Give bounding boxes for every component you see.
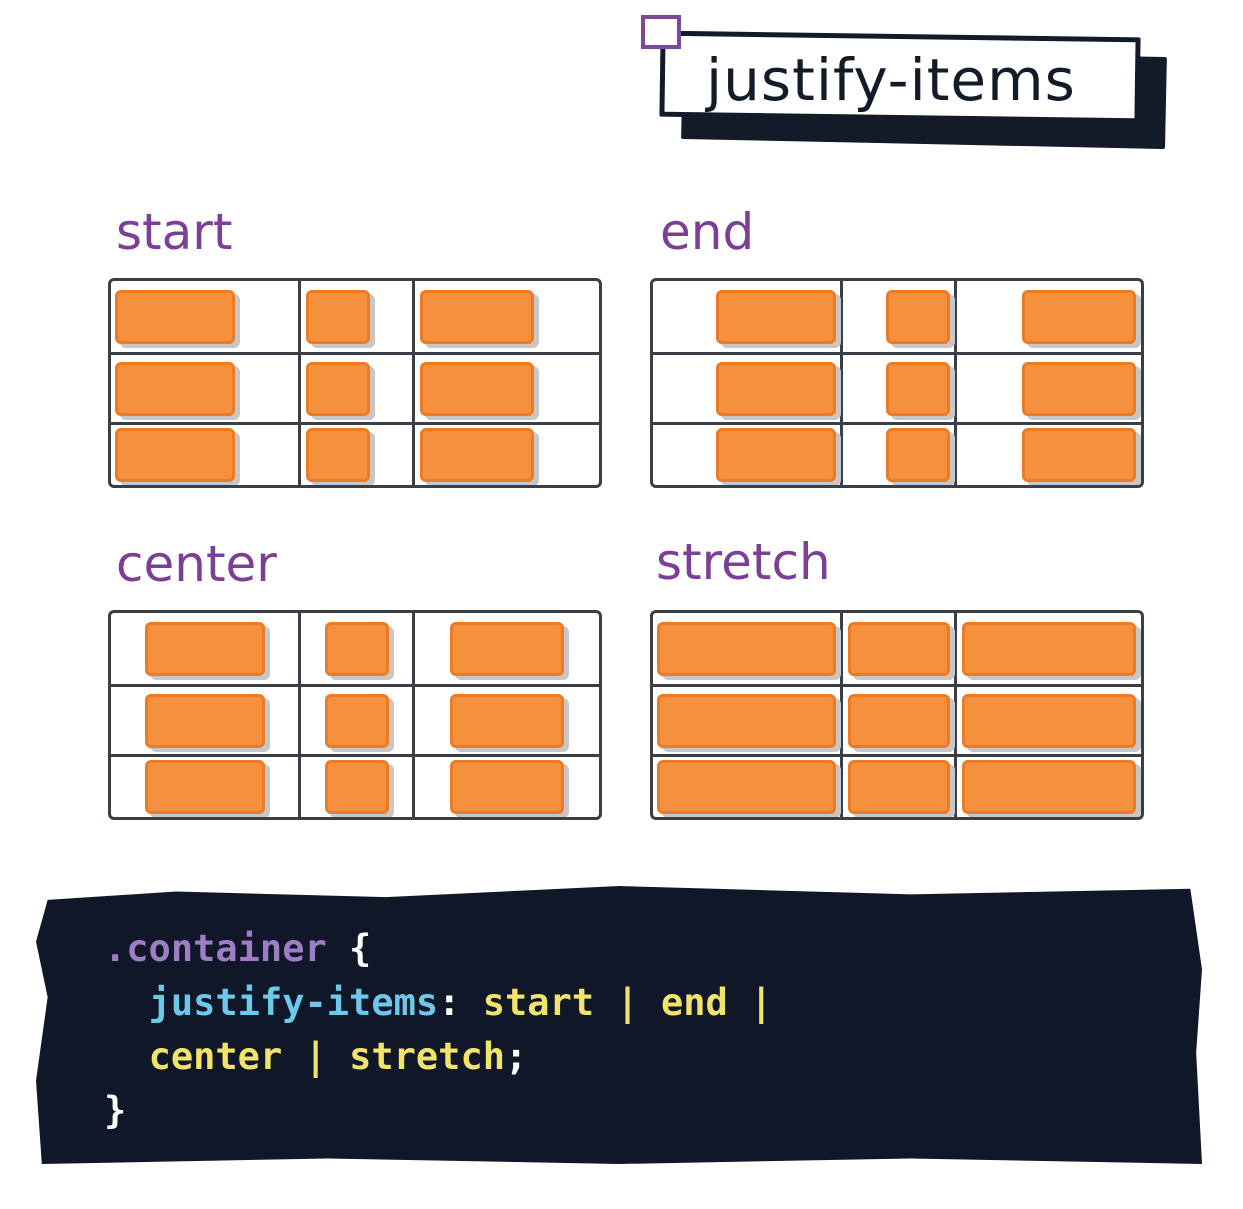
grid-item (657, 694, 836, 748)
code-separator-3: | (304, 1035, 327, 1078)
grid-row-line (111, 352, 599, 355)
grid-column-line (298, 281, 301, 485)
code-block: .container { justify-items: start | end … (104, 922, 772, 1138)
code-close-brace: } (104, 1089, 127, 1132)
grid-item (1022, 428, 1136, 482)
grid-item (450, 694, 564, 748)
grid-item (450, 760, 564, 814)
code-property: justify-items (148, 981, 439, 1024)
title-square-icon (641, 15, 681, 49)
grid-item (848, 621, 950, 676)
grid-column-line (298, 613, 301, 817)
grid-item (848, 694, 950, 748)
grid-item (962, 760, 1136, 814)
grid-panel-center (108, 610, 602, 820)
grid-item (144, 694, 265, 748)
grid-item (306, 289, 370, 344)
code-semicolon: ; (505, 1035, 528, 1078)
grid-panel-start (108, 278, 602, 488)
grid-item (115, 428, 235, 482)
label-center: center (116, 535, 277, 593)
grid-item (306, 362, 370, 416)
grid-item (886, 289, 950, 344)
code-block-background (36, 886, 1202, 1164)
grid-column-line (840, 613, 843, 817)
code-colon: : (438, 981, 461, 1024)
grid-item (144, 621, 265, 676)
grid-row-line (653, 754, 1141, 757)
code-separator-2: | (750, 981, 773, 1024)
grid-item (886, 362, 950, 416)
grid-item (1022, 289, 1136, 344)
grid-item (306, 428, 370, 482)
grid-item (420, 428, 534, 482)
code-value-start: start (482, 981, 595, 1024)
title: justify-items (706, 46, 1076, 114)
grid-item (115, 362, 235, 416)
grid-item (886, 428, 950, 482)
grid-column-line (840, 281, 843, 485)
grid-row-line (111, 422, 599, 425)
grid-item (848, 760, 950, 814)
grid-item (325, 760, 389, 814)
code-open-brace: { (349, 927, 372, 970)
code-value-end: end (660, 981, 728, 1024)
code-value-stretch: stretch (349, 1035, 505, 1078)
grid-row-line (653, 684, 1141, 687)
code-value-center: center (148, 1035, 283, 1078)
grid-item (962, 621, 1136, 676)
label-end: end (660, 203, 755, 261)
grid-item (325, 694, 389, 748)
grid-item (420, 362, 534, 416)
grid-item (144, 760, 265, 814)
grid-item (716, 289, 836, 344)
grid-item (115, 289, 235, 344)
grid-row-line (111, 754, 599, 757)
grid-item (325, 621, 389, 676)
grid-item (657, 621, 836, 676)
grid-panel-stretch (650, 610, 1144, 820)
grid-column-line (412, 613, 415, 817)
grid-column-line (412, 281, 415, 485)
label-stretch: stretch (656, 533, 831, 591)
grid-row-line (653, 352, 1141, 355)
grid-item (450, 621, 564, 676)
code-separator-1: | (616, 981, 639, 1024)
grid-column-line (954, 281, 957, 485)
grid-item (420, 289, 534, 344)
grid-panel-end (650, 278, 1144, 488)
grid-item (716, 362, 836, 416)
grid-row-line (653, 422, 1141, 425)
label-start: start (116, 203, 233, 261)
grid-item (716, 428, 836, 482)
code-selector: .container (104, 927, 327, 970)
grid-item (962, 694, 1136, 748)
grid-item (657, 760, 836, 814)
grid-item (1022, 362, 1136, 416)
grid-column-line (954, 613, 957, 817)
grid-row-line (111, 684, 599, 687)
